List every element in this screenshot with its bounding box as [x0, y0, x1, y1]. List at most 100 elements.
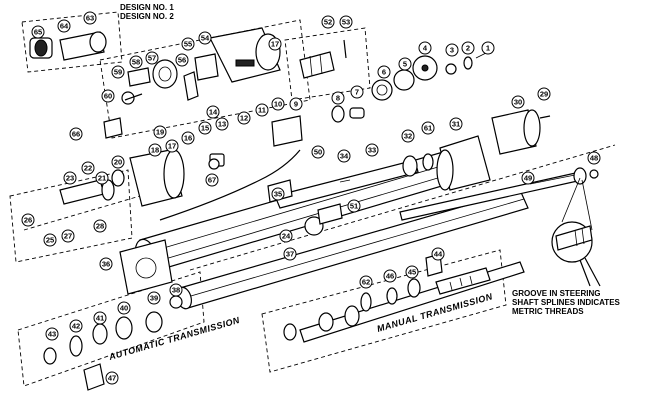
callout-7: 7 — [350, 85, 364, 99]
callout-67: 67 — [205, 173, 219, 187]
callout-37: 37 — [283, 247, 297, 261]
callout-57: 57 — [145, 51, 159, 65]
callout-45: 45 — [405, 265, 419, 279]
part-manual-ring-1 — [318, 312, 334, 332]
callout-63: 63 — [83, 11, 97, 25]
callout-28: 28 — [93, 219, 107, 233]
svg-text:17: 17 — [168, 142, 176, 151]
svg-text:40: 40 — [120, 304, 128, 313]
callout-26: 26 — [21, 213, 35, 227]
svg-text:20: 20 — [114, 158, 122, 167]
svg-text:61: 61 — [424, 124, 432, 133]
part-8-bearing — [331, 105, 345, 123]
part-18-housing — [129, 149, 185, 207]
svg-text:12: 12 — [240, 114, 248, 123]
svg-text:31: 31 — [452, 120, 460, 129]
part-7-bushing — [349, 107, 365, 119]
svg-text:53: 53 — [342, 18, 350, 27]
svg-text:34: 34 — [340, 152, 349, 161]
callout-18: 18 — [148, 143, 162, 157]
part-20-bearing — [111, 169, 125, 187]
svg-text:48: 48 — [590, 154, 598, 163]
callout-38: 38 — [169, 283, 183, 297]
callout-19: 19 — [153, 125, 167, 139]
callout-12: 12 — [237, 111, 251, 125]
part-62-washer — [360, 292, 372, 312]
part-39-bearing — [145, 311, 163, 333]
part-48-nut — [589, 169, 599, 179]
svg-text:24: 24 — [282, 232, 291, 241]
callout-31: 31 — [449, 117, 463, 131]
svg-text:63: 63 — [86, 14, 94, 23]
part-24-gear — [304, 216, 324, 236]
steering-shaft — [399, 167, 587, 221]
part-59-spring — [121, 91, 135, 105]
part-36-mounting-plate — [119, 239, 173, 295]
svg-text:55: 55 — [184, 40, 192, 49]
part-46-ring — [386, 287, 398, 305]
callout-61: 61 — [421, 121, 435, 135]
callout-56: 56 — [175, 53, 189, 67]
svg-text:25: 25 — [46, 236, 54, 245]
svg-text:8: 8 — [336, 94, 340, 103]
callout-4: 4 — [418, 41, 432, 55]
callout-55: 55 — [181, 37, 195, 51]
callout-46: 46 — [383, 269, 397, 283]
callout-51: 51 — [347, 199, 361, 213]
part-51-lock — [317, 203, 343, 225]
part-66-key-cylinder — [103, 117, 123, 139]
part-55-sleeve — [183, 71, 199, 101]
svg-text:16: 16 — [184, 134, 192, 143]
callout-52: 52 — [321, 15, 335, 29]
group-box-lower-line — [23, 195, 141, 231]
design-1-label: DESIGN NO. 1 — [120, 3, 174, 12]
callout-24: 24 — [279, 229, 293, 243]
callout-48: 48 — [587, 151, 601, 165]
callout-58: 58 — [129, 55, 143, 69]
part-61-ring — [422, 153, 434, 171]
svg-text:59: 59 — [114, 68, 122, 77]
part-5-disc — [393, 69, 415, 91]
callout-36: 36 — [99, 257, 113, 271]
part-manual-shift-lever — [435, 267, 491, 295]
part-4-cancel-cam — [412, 55, 438, 81]
part-3-retainer — [445, 63, 457, 75]
svg-text:15: 15 — [201, 124, 209, 133]
part-52-lever — [299, 51, 335, 79]
callout-39: 39 — [147, 291, 161, 305]
part-42-ring — [69, 335, 83, 357]
part-65-bearing — [29, 37, 53, 59]
svg-text:5: 5 — [403, 60, 407, 69]
callout-44: 44 — [431, 247, 445, 261]
part-31-bearing-housing — [436, 135, 491, 191]
callout-53: 53 — [339, 15, 353, 29]
svg-text:21: 21 — [98, 174, 106, 183]
svg-text:2: 2 — [466, 44, 470, 53]
svg-text:39: 39 — [150, 294, 158, 303]
group-box-switch — [9, 169, 133, 263]
svg-text:65: 65 — [34, 28, 42, 37]
svg-text:19: 19 — [156, 128, 164, 137]
callout-21: 21 — [95, 171, 109, 185]
callout-43: 43 — [45, 327, 59, 341]
callout-5: 5 — [398, 57, 412, 71]
callout-3: 3 — [445, 43, 459, 57]
svg-text:4: 4 — [423, 44, 428, 53]
part-47-adapter — [83, 363, 105, 391]
svg-text:41: 41 — [96, 314, 104, 323]
callout-8: 8 — [331, 91, 345, 105]
svg-text:66: 66 — [72, 130, 80, 139]
svg-text:56: 56 — [178, 56, 186, 65]
callout-47: 47 — [105, 371, 119, 385]
callout-17-upper: 17 — [268, 37, 282, 51]
part-40-washer — [115, 316, 133, 340]
callout-15: 15 — [198, 121, 212, 135]
callout-35: 35 — [271, 187, 285, 201]
svg-text:30: 30 — [514, 98, 522, 107]
svg-text:67: 67 — [208, 176, 216, 185]
group-box-center-line — [189, 144, 616, 271]
svg-text:9: 9 — [294, 100, 298, 109]
svg-text:32: 32 — [404, 132, 412, 141]
svg-text:3: 3 — [450, 46, 454, 55]
part-10-switch-actuator — [271, 115, 303, 147]
